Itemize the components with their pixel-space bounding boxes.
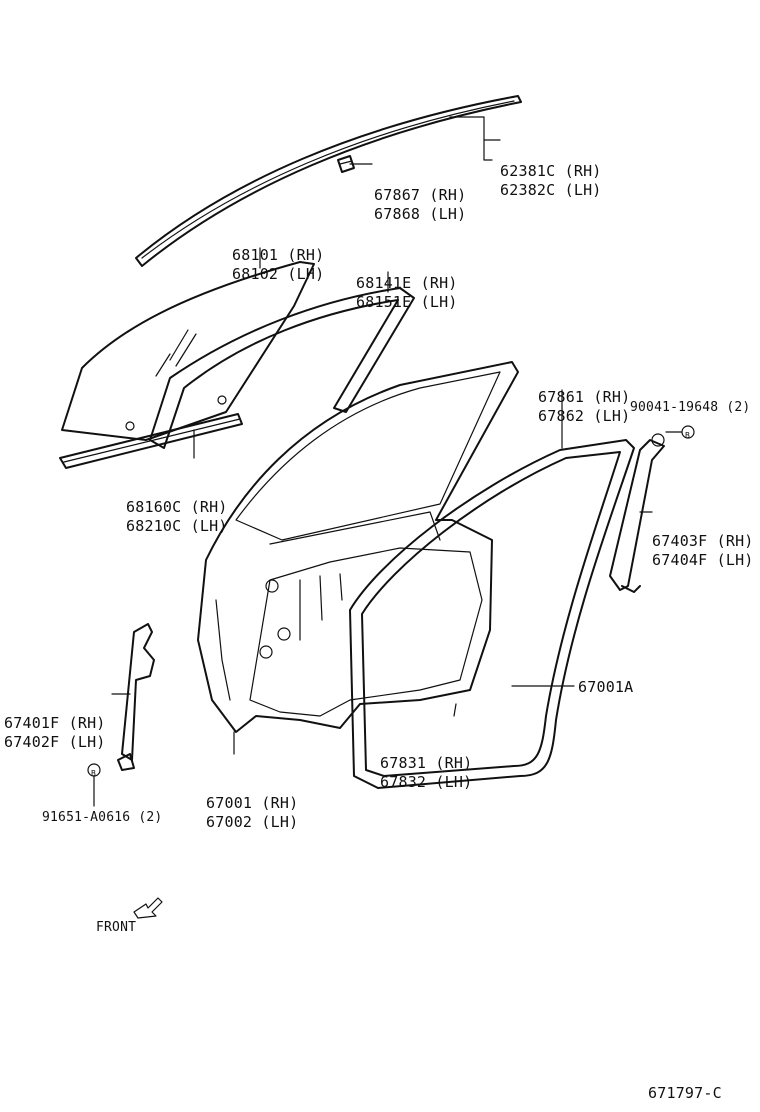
- glass-run: [149, 287, 415, 449]
- label-glass: 68101 (RH)68102 (LH): [232, 246, 325, 283]
- label-glass-run: 68141E (RH)68151E (LH): [356, 274, 458, 311]
- label-hole-plug: 67001A: [578, 678, 634, 696]
- front-arrow-icon: [133, 897, 163, 919]
- door-weatherstrip-outer: [349, 439, 635, 789]
- label-weatherstrip-inner: 67831 (RH)67832 (LH): [380, 754, 473, 791]
- label-door-panel: 67001 (RH)67002 (LH): [206, 794, 299, 831]
- door-panel: [197, 361, 519, 733]
- front-lower-channel: [117, 623, 155, 771]
- door-glass: [61, 261, 315, 441]
- label-weatherstrip-outer: 67861 (RH)67862 (LH): [538, 388, 631, 425]
- label-rear-channel: 67403F (RH)67404F (LH): [652, 532, 754, 569]
- front-bolt-marker: B: [91, 769, 97, 778]
- hole-plug: [498, 680, 512, 691]
- leader-lines: [93, 116, 683, 807]
- label-clip: 67867 (RH)67868 (LH): [374, 186, 467, 223]
- rear-bolt-marker: B: [685, 431, 691, 440]
- label-front-channel: 67401F (RH)67402F (LH): [4, 714, 106, 751]
- diagram-id: 671797-C: [648, 1084, 722, 1102]
- label-front: FRONT: [96, 920, 137, 935]
- label-moulding-top: 62381C (RH)62382C (LH): [500, 162, 602, 199]
- door-frame-moulding: [135, 95, 522, 267]
- moulding-clip: [337, 155, 355, 173]
- label-rear-bolt: 90041-19648 (2): [630, 400, 751, 415]
- rear-lower-channel: [609, 433, 665, 593]
- label-belt-moulding: 68160C (RH)68210C (LH): [126, 498, 228, 535]
- label-front-bolt: 91651-A0616 (2): [42, 810, 163, 825]
